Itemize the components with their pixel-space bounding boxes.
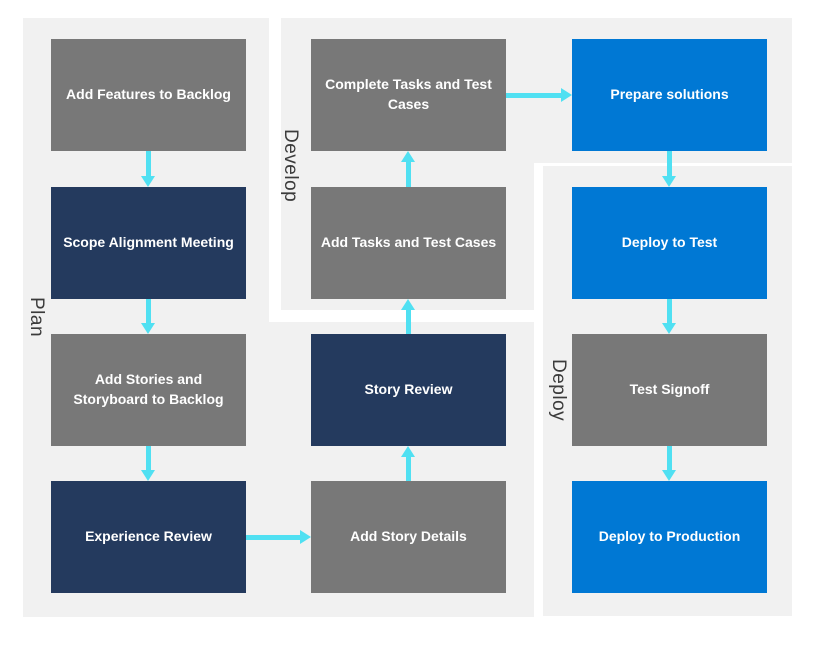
arrow-addtasks-to-complete-up xyxy=(401,151,415,187)
lane-label-deploy: Deploy xyxy=(548,359,569,422)
node-add-stories-and-storyboard: Add Stories and Storyboard to Backlog xyxy=(51,334,246,446)
node-deploy-to-test: Deploy to Test xyxy=(572,187,767,299)
node-test-signoff: Test Signoff xyxy=(572,334,767,446)
arrow-deploytest-to-signoff-down xyxy=(662,299,676,334)
arrow-features-to-scope-down xyxy=(141,151,155,187)
node-deploy-to-production: Deploy to Production xyxy=(572,481,767,593)
lane-label-plan: Plan xyxy=(26,297,47,338)
node-experience-review: Experience Review xyxy=(51,481,246,593)
arrow-signoff-to-production-down xyxy=(662,446,676,481)
arrow-complete-to-prepare-right xyxy=(506,88,572,102)
node-story-review: Story Review xyxy=(311,334,506,446)
arrow-experience-to-details-right xyxy=(246,530,311,544)
node-add-tasks-and-test-cases: Add Tasks and Test Cases xyxy=(311,187,506,299)
arrow-details-to-review-up xyxy=(401,446,415,481)
arrow-review-to-addtasks-up xyxy=(401,299,415,334)
node-prepare-solutions: Prepare solutions xyxy=(572,39,767,151)
node-add-features-to-backlog: Add Features to Backlog xyxy=(51,39,246,151)
arrow-stories-to-experience-down xyxy=(141,446,155,481)
node-scope-alignment-meeting: Scope Alignment Meeting xyxy=(51,187,246,299)
node-add-story-details: Add Story Details xyxy=(311,481,506,593)
arrow-scope-to-stories-down xyxy=(141,299,155,334)
node-complete-tasks-and-test-cases: Complete Tasks and Test Cases xyxy=(311,39,506,151)
arrow-prepare-to-deploytest-down xyxy=(662,151,676,187)
lane-label-develop: Develop xyxy=(280,129,301,203)
